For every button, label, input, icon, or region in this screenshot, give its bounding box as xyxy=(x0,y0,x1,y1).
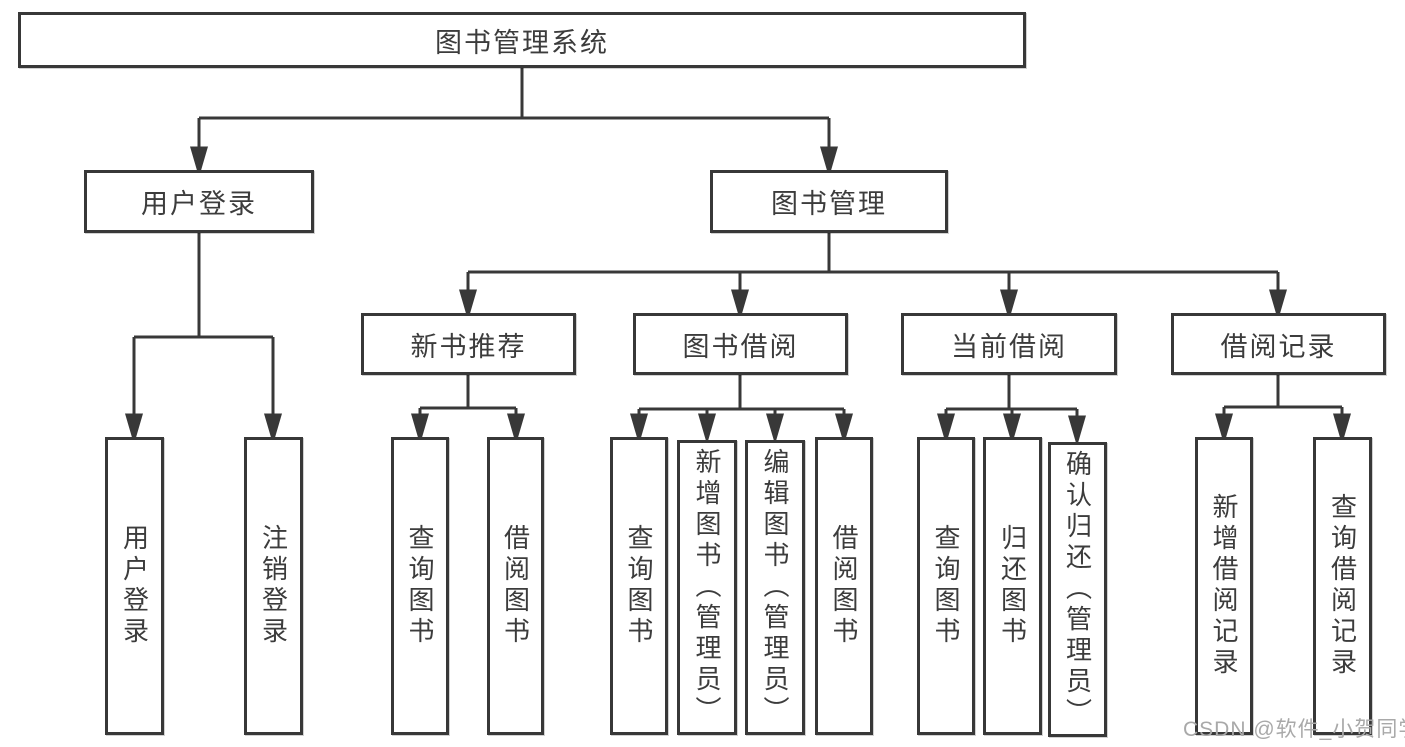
connector-user-login xyxy=(134,233,273,339)
leaf-edit-book-label: 编辑图书（管理员） xyxy=(760,448,790,727)
node-current-borrow: 当前借阅 xyxy=(901,313,1117,375)
leaf-logout-label: 注销登录 xyxy=(258,524,289,648)
leaf-user-login: 用户登录 xyxy=(105,437,164,735)
leaf-borrow-books-1: 借阅图书 xyxy=(487,437,544,735)
arrowhead xyxy=(835,413,853,445)
connector-user-login-stems xyxy=(132,337,275,417)
leaf-query-record-label: 查询借阅记录 xyxy=(1327,493,1358,679)
arrowhead xyxy=(820,146,838,178)
node-book-mgmt-label: 图书管理 xyxy=(771,189,887,219)
node-borrow-records-label: 借阅记录 xyxy=(1220,331,1337,362)
leaf-query-books-3: 查询图书 xyxy=(917,437,975,735)
leaf-user-login-label: 用户登录 xyxy=(119,524,150,648)
leaf-confirm-return: 确认归还（管理员） xyxy=(1048,442,1107,737)
node-user-login: 用户登录 xyxy=(84,170,314,233)
leaf-query-record: 查询借阅记录 xyxy=(1313,437,1372,735)
connector-root-stems xyxy=(197,118,831,150)
arrowhead xyxy=(630,413,648,445)
arrowhead xyxy=(1215,413,1233,445)
leaf-return-book: 归还图书 xyxy=(983,437,1042,735)
arrowhead xyxy=(1269,289,1287,321)
arrowhead xyxy=(766,413,784,445)
connector-book-mgmt-stems xyxy=(466,272,1280,293)
leaf-borrow-books-2-label: 借阅图书 xyxy=(829,524,859,648)
arrowhead xyxy=(731,289,749,321)
arrowhead xyxy=(459,289,477,321)
arrowhead xyxy=(1068,415,1086,447)
arrowhead xyxy=(190,146,208,178)
leaf-add-book-label: 新增图书（管理员） xyxy=(692,448,722,727)
csdn-watermark: CSDN @软件_小贺同学 xyxy=(1183,718,1405,741)
node-book-borrow: 图书借阅 xyxy=(633,313,848,375)
leaf-borrow-books-1-label: 借阅图书 xyxy=(500,524,531,648)
arrowhead xyxy=(937,413,955,445)
arrowhead xyxy=(1000,289,1018,321)
connector-book-mgmt xyxy=(468,233,1278,274)
arrowhead xyxy=(125,413,143,445)
arrowhead xyxy=(507,413,525,445)
arrowhead xyxy=(1333,413,1351,445)
connector-book-borrow xyxy=(639,375,844,411)
arrowhead xyxy=(698,413,716,445)
node-root-label: 图书管理系统 xyxy=(435,27,609,58)
node-current-borrow-label: 当前借阅 xyxy=(951,331,1067,362)
connector-current-borrow xyxy=(946,375,1077,411)
leaf-add-record: 新增借阅记录 xyxy=(1195,437,1253,735)
leaf-query-books-3-label: 查询图书 xyxy=(931,524,961,648)
arrowhead xyxy=(264,413,282,445)
leaf-confirm-return-label: 确认归还（管理员） xyxy=(1062,450,1093,729)
leaf-query-books-1: 查询图书 xyxy=(391,437,449,735)
node-book-borrow-label: 图书借阅 xyxy=(682,331,799,362)
arrowhead xyxy=(1003,413,1021,445)
leaf-borrow-books-2: 借阅图书 xyxy=(815,437,873,735)
connector-borrow-records xyxy=(1224,375,1342,409)
connector-root xyxy=(199,68,829,120)
node-new-books: 新书推荐 xyxy=(361,313,576,375)
connector-new-books xyxy=(420,375,516,410)
leaf-query-books-2: 查询图书 xyxy=(610,437,668,735)
leaf-add-record-label: 新增借阅记录 xyxy=(1209,493,1239,679)
leaf-add-book: 新增图书（管理员） xyxy=(677,440,737,735)
leaf-query-books-2-label: 查询图书 xyxy=(624,524,654,648)
node-borrow-records: 借阅记录 xyxy=(1171,313,1386,375)
connector-book-borrow-stems xyxy=(637,409,846,417)
arrowhead xyxy=(411,413,429,445)
leaf-logout: 注销登录 xyxy=(244,437,303,735)
leaf-edit-book: 编辑图书（管理员） xyxy=(745,440,805,735)
node-book-mgmt: 图书管理 xyxy=(710,170,948,233)
leaf-query-books-1-label: 查询图书 xyxy=(405,524,435,648)
node-user-login-label: 用户登录 xyxy=(141,189,257,219)
node-new-books-label: 新书推荐 xyxy=(410,331,527,362)
node-root: 图书管理系统 xyxy=(18,12,1026,68)
leaf-return-book-label: 归还图书 xyxy=(997,524,1028,648)
